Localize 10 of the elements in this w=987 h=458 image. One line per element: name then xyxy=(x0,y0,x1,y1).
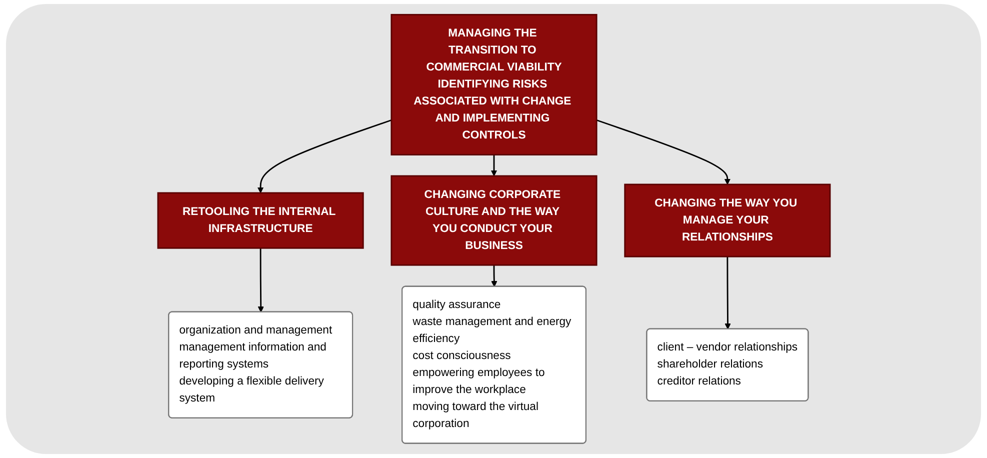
arrow xyxy=(257,248,264,312)
node-box: CHANGING THE WAY YOU MANAGE YOUR RELATIONSHIPS xyxy=(624,184,830,258)
arrow xyxy=(490,265,497,287)
node-box: CHANGING CORPORATE CULTURE AND THE WAY YOU CONDUCT YOUR BUSINESS xyxy=(390,175,597,266)
node-box: MANAGING THE TRANSITION TO COMMERCIAL VIABILITY IDENTIFYING RISKS ASSOCIATED WITH CHANGE AND IMPLEMENTING CONTROLS xyxy=(390,14,597,156)
arrow xyxy=(596,119,730,185)
arrow xyxy=(490,154,497,176)
node-box: RETOOLING THE INTERNAL INFRASTRUCTURE xyxy=(156,192,364,249)
arrow xyxy=(256,119,392,194)
arrow xyxy=(724,256,730,330)
